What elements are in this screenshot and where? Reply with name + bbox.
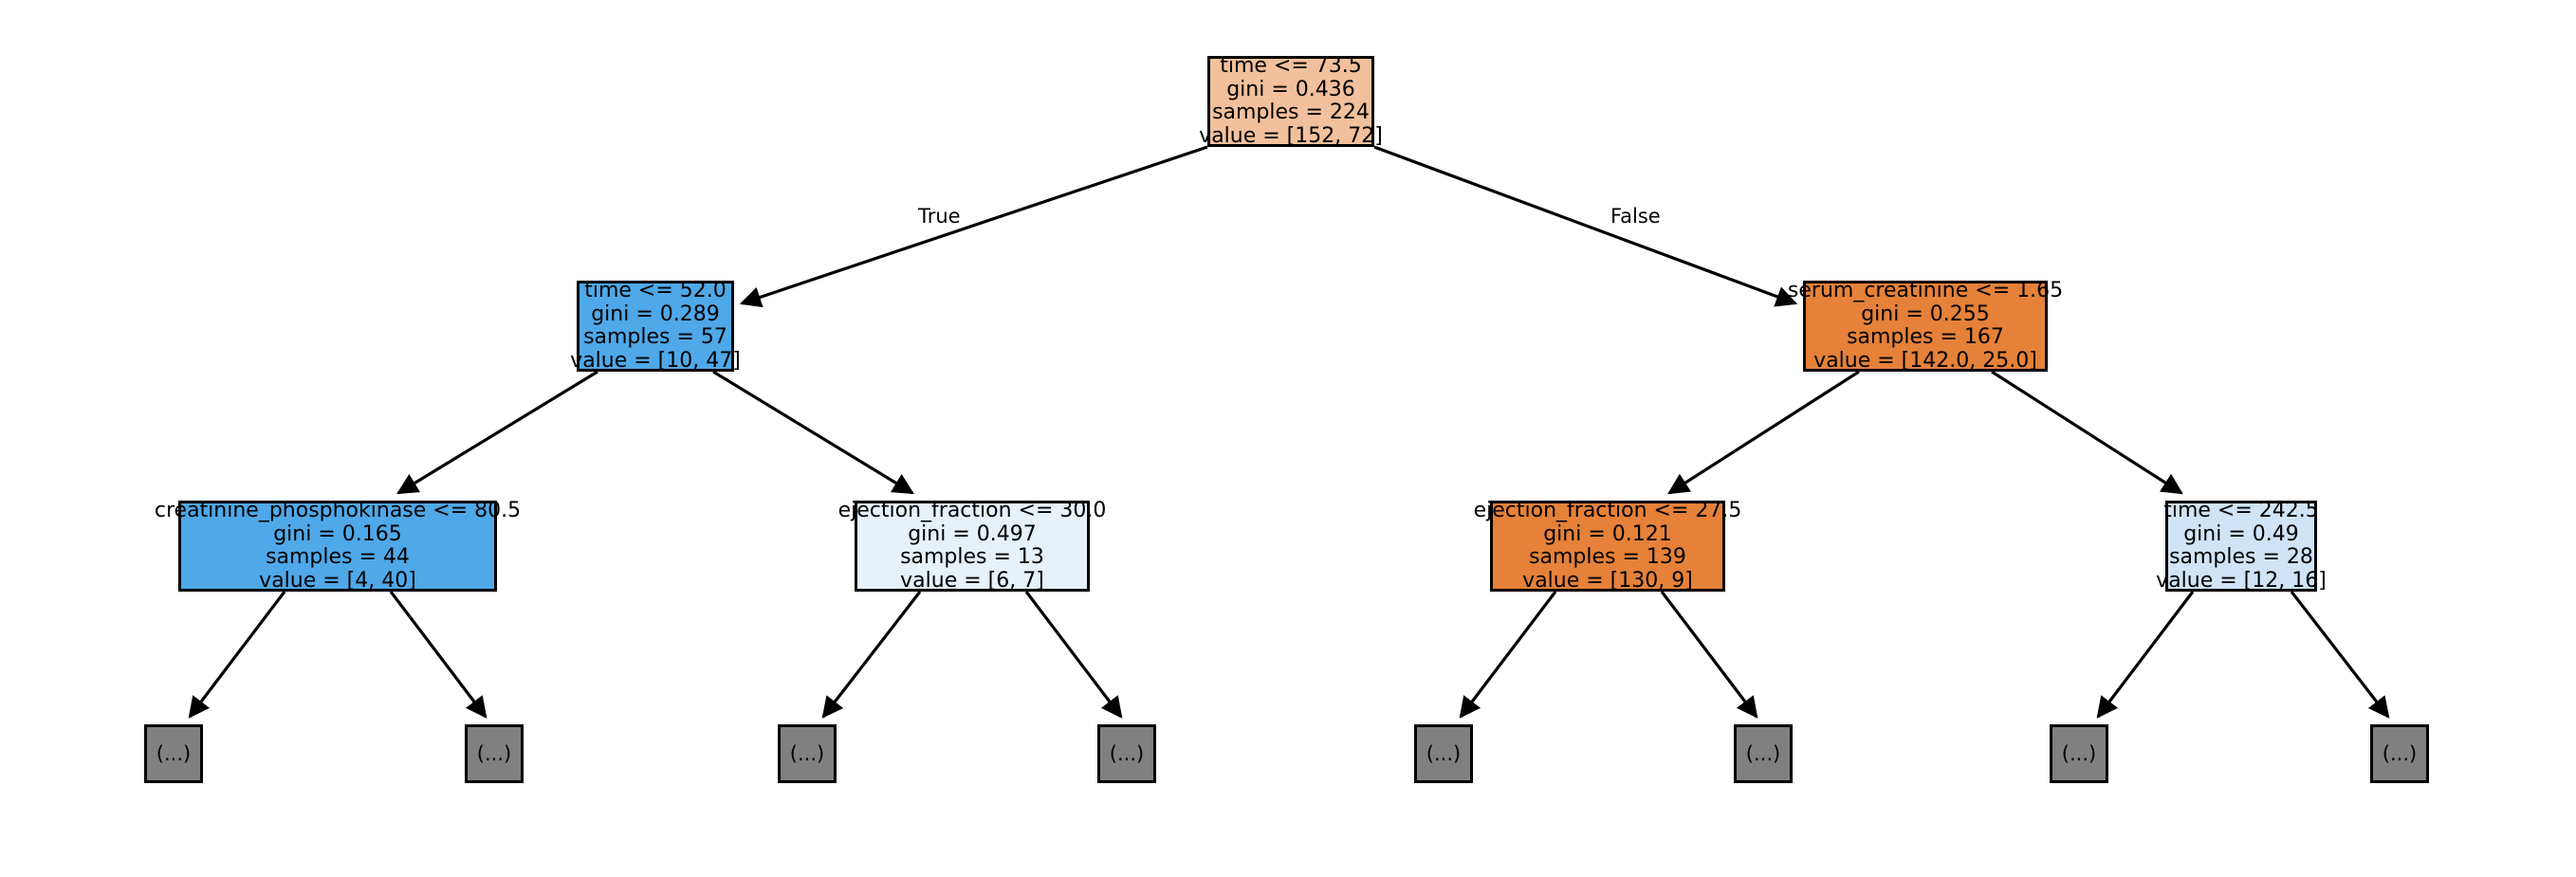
edge-n6-to-t8 — [2290, 591, 2390, 719]
edge-n3-to-t1 — [188, 591, 286, 719]
edge-n4-to-t4 — [1024, 591, 1123, 719]
edge-label-false: False — [1610, 205, 1661, 228]
node-gini: gini = 0.49 — [2183, 521, 2299, 546]
truncated-leaf[interactable]: (...) — [465, 724, 524, 783]
node-condition: time <= 242.5 — [2163, 499, 2319, 522]
node-value: value = [142.0, 25.0] — [1813, 348, 2037, 373]
edge-n2-to-n6 — [1991, 370, 2183, 495]
tree-node-n5[interactable]: ejection_fraction <= 27.5 gini = 0.121 s… — [1474, 499, 1742, 593]
node-value: value = [4, 40] — [259, 568, 416, 593]
edge-label-true: True — [918, 205, 961, 228]
truncated-leaf[interactable]: (...) — [1734, 724, 1793, 783]
tree-node-root[interactable]: time <= 73.5 gini = 0.436 samples = 224 … — [1199, 54, 1383, 147]
node-samples: samples = 57 — [583, 325, 727, 349]
node-value: value = [152, 72] — [1199, 123, 1383, 148]
node-gini: gini = 0.289 — [591, 301, 720, 326]
truncated-leaf[interactable]: (...) — [1097, 724, 1156, 783]
tree-node-n2[interactable]: serum_creatinine <= 1.65 gini = 0.255 sa… — [1788, 279, 2063, 373]
node-value: value = [130, 9] — [1522, 568, 1693, 593]
edge-n6-to-t7 — [2096, 591, 2195, 719]
node-samples: samples = 28 — [2169, 545, 2313, 569]
edge-n1-to-n3 — [396, 370, 598, 495]
node-value: value = [10, 47] — [570, 348, 741, 373]
node-samples: samples = 44 — [266, 545, 410, 569]
node-gini: gini = 0.436 — [1226, 77, 1355, 101]
node-gini: gini = 0.255 — [1861, 301, 1990, 326]
node-gini: gini = 0.165 — [273, 521, 402, 546]
node-value: value = [6, 7] — [900, 568, 1044, 593]
node-gini: gini = 0.497 — [908, 521, 1037, 546]
node-samples: samples = 139 — [1529, 545, 1686, 569]
edge-n3-to-t2 — [389, 591, 488, 719]
edge-n5-to-t6 — [1660, 591, 1758, 719]
edge-n5-to-t5 — [1459, 591, 1557, 719]
truncated-leaf[interactable]: (...) — [2050, 724, 2108, 783]
node-condition: creatinine_phosphokinase <= 80.5 — [154, 499, 522, 522]
node-samples: samples = 167 — [1847, 325, 2004, 349]
node-condition: ejection_fraction <= 27.5 — [1473, 499, 1742, 522]
edge-n1-to-n4 — [712, 370, 914, 495]
truncated-leaf[interactable]: (...) — [144, 724, 203, 783]
truncated-leaf[interactable]: (...) — [1414, 724, 1473, 783]
tree-node-n4[interactable]: ejection_fraction <= 30.0 gini = 0.497 s… — [838, 499, 1107, 593]
node-gini: gini = 0.121 — [1543, 521, 1672, 546]
node-samples: samples = 13 — [900, 545, 1044, 569]
edge-root-to-n2 — [1373, 145, 1798, 307]
node-samples: samples = 224 — [1212, 100, 1370, 124]
edge-n4-to-t3 — [821, 591, 922, 719]
node-condition: ejection_fraction <= 30.0 — [837, 499, 1107, 522]
node-condition: time <= 73.5 — [1220, 54, 1362, 78]
truncated-leaf[interactable]: (...) — [778, 724, 837, 783]
truncated-leaf[interactable]: (...) — [2370, 724, 2429, 783]
tree-node-n6[interactable]: time <= 242.5 gini = 0.49 samples = 28 v… — [2156, 499, 2327, 592]
tree-node-n1[interactable]: time <= 52.0 gini = 0.289 samples = 57 v… — [570, 279, 741, 372]
node-condition: time <= 52.0 — [584, 279, 727, 302]
node-value: value = [12, 16] — [2156, 568, 2327, 593]
edge-root-to-n1 — [739, 145, 1208, 308]
edge-n2-to-n5 — [1667, 370, 1860, 495]
tree-node-n3[interactable]: creatinine_phosphokinase <= 80.5 gini = … — [155, 499, 521, 593]
node-condition: serum_creatinine <= 1.65 — [1787, 279, 2064, 302]
